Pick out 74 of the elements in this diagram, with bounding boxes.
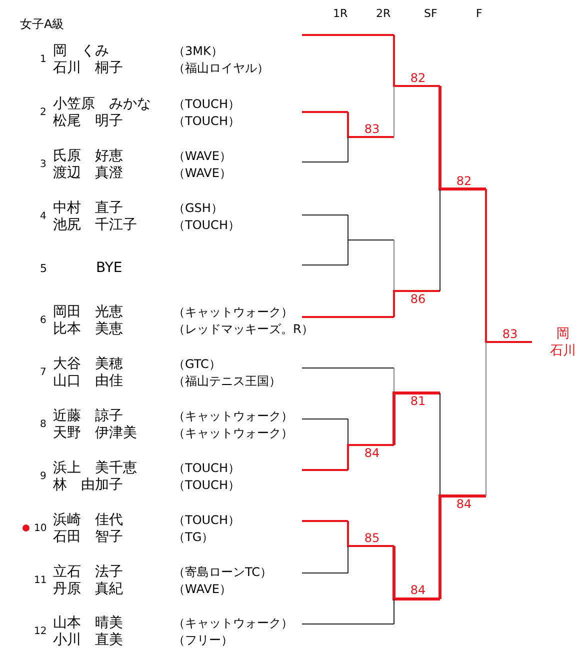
club-name: （TOUCH） [173, 219, 240, 231]
club-name: （寄島ローンTC） [173, 566, 272, 578]
player-name: 立石 法子 [53, 565, 123, 579]
player-name: 小川 直美 [53, 633, 123, 647]
club-name: （フリー） [173, 634, 233, 646]
player-name: 池尻 千江子 [53, 218, 137, 232]
club-name: （キャットウォーク） [173, 617, 293, 629]
round-header: 2R [376, 8, 391, 19]
match-score: 84 [410, 584, 426, 596]
player-name: 浜崎 佳代 [53, 513, 123, 527]
seed-number: 1 [40, 55, 46, 65]
round-header: 1R [333, 8, 348, 19]
player-name: 丹原 真紀 [53, 582, 123, 596]
club-name: （キャットウォーク） [173, 427, 293, 439]
round-header: SF [424, 8, 438, 19]
player-name: 天野 伊津美 [53, 426, 137, 440]
seed-number: 7 [40, 368, 46, 378]
match-score: 81 [410, 395, 426, 407]
match-score: 84 [456, 498, 472, 510]
club-name: （WAVE） [173, 150, 232, 162]
player-name: 松尾 明子 [53, 114, 123, 128]
club-name: （3MK） [173, 45, 223, 57]
player-name: 渡辺 真澄 [53, 166, 123, 180]
seed-number: 2 [40, 108, 46, 118]
match-score: 86 [410, 293, 426, 305]
club-name: （キャットウォーク） [173, 306, 293, 318]
bracket-title: 女子A級 [20, 18, 64, 30]
player-name: 岡田 光恵 [53, 305, 123, 319]
match-score: 82 [456, 175, 472, 187]
club-name: （TG） [173, 531, 214, 543]
player-name: 大谷 美穂 [53, 357, 123, 371]
player-name: 林 由加子 [53, 478, 123, 492]
seed-number: 8 [40, 420, 46, 430]
club-name: （キャットウォーク） [173, 410, 293, 422]
round-header: F [476, 8, 482, 19]
club-name: （レッドマッキーズ。R） [173, 323, 314, 335]
player-name: 比本 美恵 [53, 322, 123, 336]
player-name: 石川 桐子 [53, 61, 123, 75]
seed-number: 9 [40, 472, 46, 482]
club-name: （福山テニス王国） [173, 375, 281, 387]
player-name: 中村 直子 [53, 201, 123, 215]
player-name: 小笠原 みかな [53, 97, 151, 111]
player-name: 氏原 好恵 [53, 149, 123, 163]
club-name: （GSH） [173, 202, 223, 214]
match-score: 85 [364, 532, 380, 544]
club-name: （WAVE） [173, 167, 232, 179]
player-name: 山口 由佳 [53, 374, 123, 388]
seed-number: 5 [40, 263, 47, 274]
club-name: （福山ロイヤル） [173, 62, 269, 74]
player-name: 石田 智子 [53, 530, 123, 544]
seed-number: 11 [34, 576, 47, 586]
player-name: 岡 くみ [53, 44, 109, 58]
match-score: 82 [410, 72, 426, 84]
winner-name: 岡 [556, 328, 570, 340]
club-name: （TOUCH） [173, 479, 240, 491]
seed-number: 4 [40, 212, 46, 222]
winner-name: 石川 [550, 344, 576, 358]
seed-number: 6 [40, 316, 46, 326]
seed-number: 12 [34, 627, 47, 637]
player-name: 浜上 美千恵 [53, 461, 137, 475]
club-name: （TOUCH） [173, 115, 240, 127]
club-name: （TOUCH） [173, 514, 240, 526]
match-score: 83 [364, 123, 380, 135]
seed-number: 3 [40, 160, 46, 170]
player-name: 山本 晴美 [53, 616, 123, 630]
club-name: （GTC） [173, 358, 221, 370]
bye-label: BYE [96, 261, 122, 275]
club-name: （TOUCH） [173, 462, 240, 474]
club-name: （WAVE） [173, 583, 232, 595]
player-name: 近藤 諒子 [53, 409, 123, 423]
match-score: 84 [364, 447, 380, 459]
club-name: （TOUCH） [173, 98, 240, 110]
match-score: 83 [502, 328, 518, 340]
seed-number: 10 [34, 524, 47, 534]
